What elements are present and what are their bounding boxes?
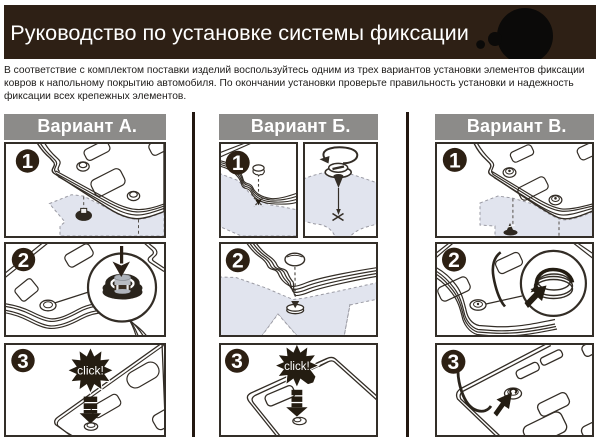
svg-text:1: 1 — [22, 150, 33, 173]
svg-text:3: 3 — [231, 350, 243, 373]
svg-text:3: 3 — [447, 351, 459, 374]
svg-text:click!: click! — [284, 360, 310, 372]
svg-text:2: 2 — [448, 249, 460, 272]
svg-text:1: 1 — [448, 149, 460, 172]
svg-text:2: 2 — [232, 249, 244, 272]
svg-text:click!: click! — [77, 363, 104, 377]
svg-text:2: 2 — [18, 248, 29, 271]
svg-text:1: 1 — [232, 152, 244, 175]
svg-text:3: 3 — [17, 349, 28, 372]
